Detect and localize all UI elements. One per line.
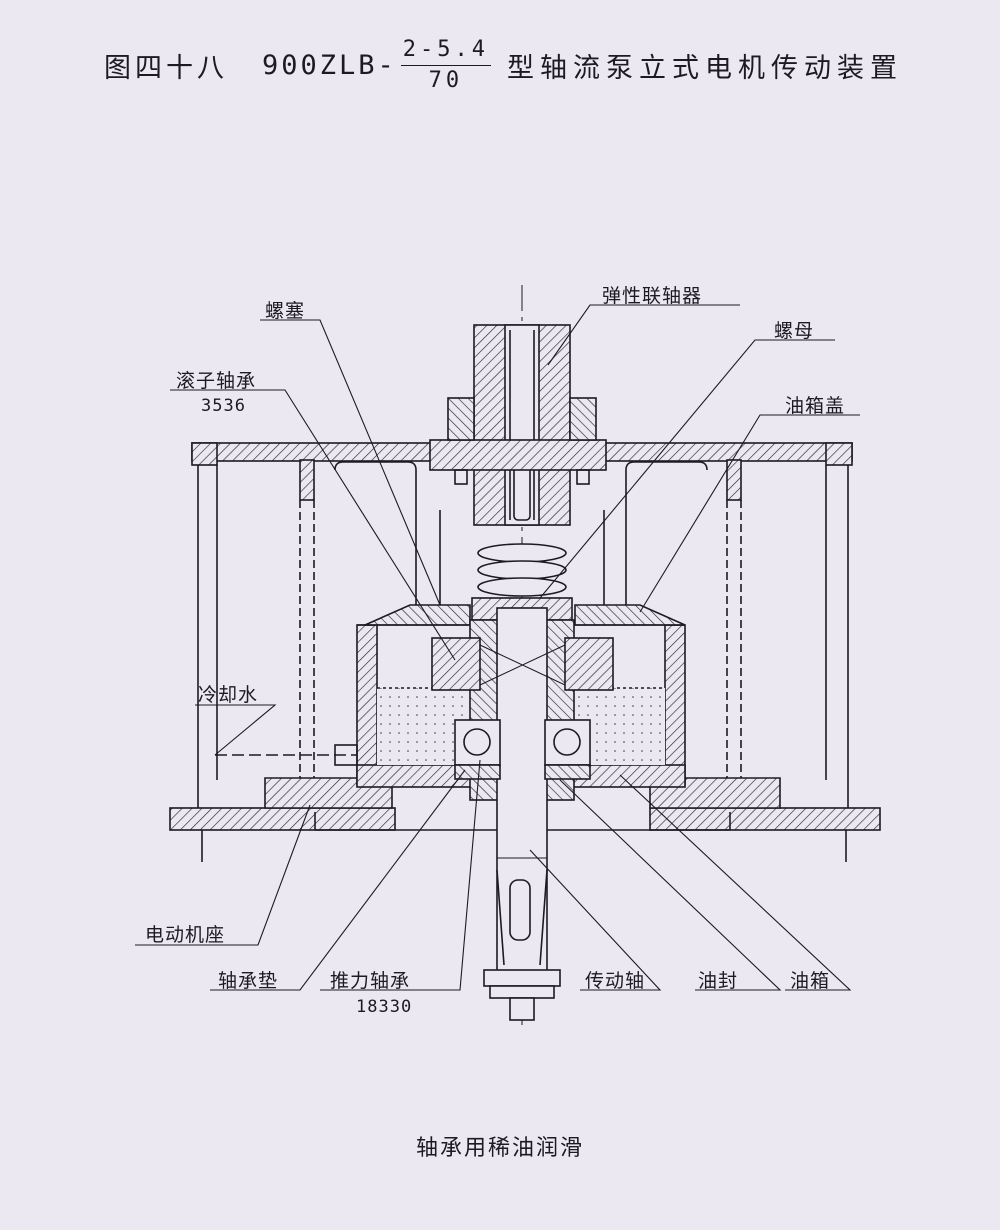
label-thrust-bearing: 推力轴承 [330,970,411,992]
label-bearing-pad: 轴承垫 [218,970,279,992]
rib-right [726,459,742,501]
rubber-ring-2 [477,560,567,580]
drive-shaft [496,607,548,981]
leader-roller-bearing [170,389,456,661]
leader-cooling-water [195,704,277,756]
model-fraction: 2-5.4 70 [400,35,492,96]
label-thrust-bearing-no: 18330 [356,997,413,1017]
bearing-pad-left [454,764,501,780]
label-drive-shaft: 传动轴 [585,970,646,992]
label-nut: 螺母 [774,320,815,342]
label-roller-bearing-no: 3536 [201,396,246,416]
leader-oil-tank-cover [639,414,860,613]
label-oil-seal: 油封 [698,970,739,992]
roller-bearing-right [564,637,614,691]
figure-number: 图四十八 [104,52,228,84]
caption: 轴承用稀油润滑 [415,1136,584,1161]
oil-tank-wall-left [356,624,378,786]
leader-drive-shaft [529,849,662,991]
top-flange-left [191,442,218,466]
leader-motor-base [135,804,311,946]
leader-oil-tank [619,774,852,991]
base-plate-left [169,807,396,831]
coupling-bolt-right [569,397,597,441]
oil-tank-wall-right [664,624,686,786]
bearing-pad-right [544,764,591,780]
coupling-flange [429,439,607,471]
top-flange-right [825,442,853,466]
leader-nut [539,339,835,599]
model-fraction-bottom: 70 [428,67,464,93]
label-plug: 螺塞 [265,300,306,322]
thrust-bearing-left [454,719,501,766]
figure-name: 型轴流泵立式电机传动装置 [507,52,904,84]
leader-plug [260,319,441,606]
pump-model: 900ZLB- [262,49,397,81]
thrust-bearing-right [544,719,591,766]
leader-elastic-coupling [547,304,740,366]
roller-bearing-left [431,637,481,691]
rubber-ring-3 [477,577,567,597]
label-cooling-water: 冷却水 [198,684,259,706]
rubber-ring-1 [477,543,567,563]
leader-oil-seal [559,779,782,991]
base-plate-right [649,807,881,831]
label-oil-tank: 油箱 [790,970,831,992]
model-fraction-top: 2-5.4 [400,35,492,66]
figure-title: 图四十八 900ZLB- 2-5.4 70 型轴流泵立式电机传动装置 [104,30,903,100]
label-oil-tank-cover: 油箱盖 [785,395,846,417]
label-roller-bearing: 滚子轴承 [176,370,257,392]
leader-thrust-bearing [320,759,481,991]
shaft-end-nut [483,969,561,987]
leader-bearing-pad [210,769,466,991]
coupling-bolt-left [447,397,475,441]
label-elastic-coupling: 弹性联轴器 [602,285,703,307]
rib-left [299,459,315,501]
label-motor-base: 电动机座 [145,924,226,946]
